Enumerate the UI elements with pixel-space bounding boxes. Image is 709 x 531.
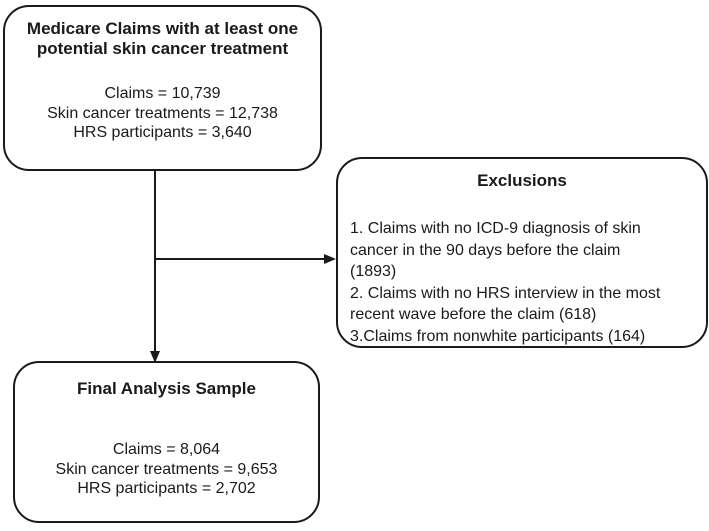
final-stat-participants: HRS participants = 2,702 xyxy=(77,480,256,497)
source-box-title: Medicare Claims with at least one potent… xyxy=(26,19,299,58)
source-stat-treatments: Skin cancer treatments = 12,738 xyxy=(47,104,278,122)
exclusions-list: 1. Claims with no ICD-9 diagnosis of ski… xyxy=(338,218,706,347)
exclusion-item-3: 3.Claims from nonwhite participants (164… xyxy=(350,327,646,345)
source-stat-participants: HRS participants = 3,640 xyxy=(73,124,252,141)
final-stat-treatments: Skin cancer treatments = 9,653 xyxy=(55,460,278,478)
final-stat-claims: Claims = 8,064 xyxy=(112,441,221,458)
down-connector-line xyxy=(154,171,156,351)
arrowhead-down-icon xyxy=(150,351,160,363)
source-box: Medicare Claims with at least one potent… xyxy=(3,5,322,171)
source-box-stats: Claims = 10,739 Skin cancer treatments =… xyxy=(5,84,320,143)
exclusions-box: Exclusions 1. Claims with no ICD-9 diagn… xyxy=(336,157,708,348)
exclusions-connector-line xyxy=(155,258,324,260)
final-sample-box: Final Analysis Sample Claims = 8,064 Ski… xyxy=(13,361,320,523)
exclusions-box-title: Exclusions xyxy=(477,171,567,190)
exclusion-item-1: 1. Claims with no ICD-9 diagnosis of ski… xyxy=(350,220,641,280)
source-stat-claims: Claims = 10,739 xyxy=(104,85,221,102)
final-sample-box-title: Final Analysis Sample xyxy=(77,379,256,398)
final-sample-stats: Claims = 8,064 Skin cancer treatments = … xyxy=(15,440,318,499)
arrowhead-right-icon xyxy=(324,254,336,264)
exclusion-item-2: 2. Claims with no HRS interview in the m… xyxy=(350,284,661,324)
